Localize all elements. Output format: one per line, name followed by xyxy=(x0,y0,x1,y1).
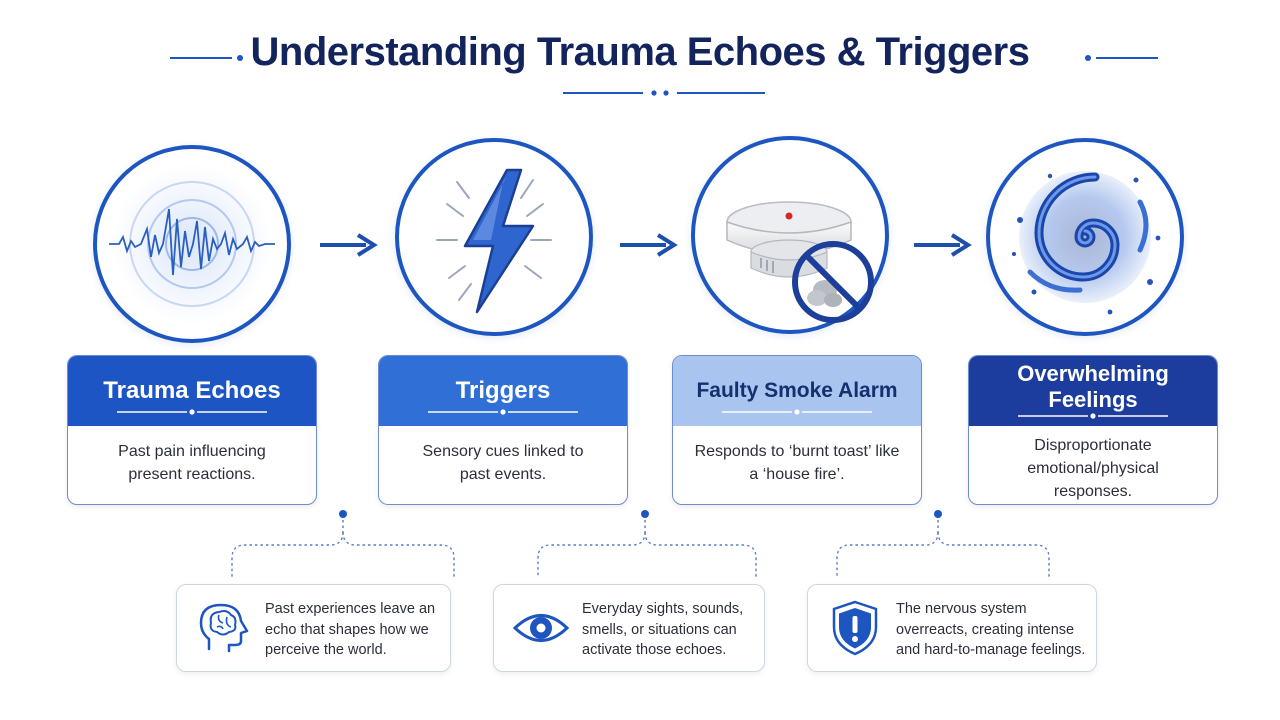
connector-1 xyxy=(231,520,455,578)
card-description: Responds to ‘burnt toast’ like a ‘house … xyxy=(694,443,900,483)
brain-head-icon xyxy=(199,603,249,653)
card-header: Triggers xyxy=(379,356,627,426)
note-card-echo: Past experiences leave an echo that shap… xyxy=(176,584,451,672)
card-header: Faulty Smoke Alarm xyxy=(673,356,921,426)
step-card-triggers: Triggers Sensory cues linked to past eve… xyxy=(378,355,628,505)
lightning-bolt-icon xyxy=(436,168,552,314)
arrow-right-icon xyxy=(620,233,678,257)
swirl-vortex-icon xyxy=(1012,171,1161,315)
connector-2 xyxy=(537,520,757,578)
sound-wave-icon xyxy=(109,164,275,324)
note-text: The nervous system overreacts, creating … xyxy=(896,601,1086,658)
shield-alert-icon xyxy=(832,600,878,656)
arrow-right-icon xyxy=(914,233,972,257)
header-divider xyxy=(1018,413,1168,419)
note-card-nervous-system: The nervous system overreacts, creating … xyxy=(807,584,1097,672)
note-card-senses: Everyday sights, sounds, smells, or situ… xyxy=(493,584,765,672)
step-card-overwhelming-feelings: Overwhelming Feelings Disproportionate e… xyxy=(968,355,1218,505)
arrow-right-icon xyxy=(320,233,378,257)
overwhelming-feelings-circle xyxy=(986,138,1184,336)
card-title: Faulty Smoke Alarm xyxy=(696,379,898,402)
smoke-alarm-icon xyxy=(726,201,874,323)
card-description: Sensory cues linked to past events. xyxy=(422,443,584,483)
note-text: Everyday sights, sounds, smells, or situ… xyxy=(582,601,744,658)
header-divider xyxy=(428,409,578,415)
card-title: Trauma Echoes xyxy=(103,377,281,404)
card-title: Triggers xyxy=(455,377,551,404)
step-card-trauma-echoes: Trauma Echoes Past pain influencing pres… xyxy=(67,355,317,505)
connector-3 xyxy=(836,520,1050,578)
triggers-circle xyxy=(395,138,593,336)
trauma-echoes-circle xyxy=(93,145,291,343)
header-divider xyxy=(117,409,267,415)
header-divider xyxy=(722,409,872,415)
card-header: Trauma Echoes xyxy=(68,356,316,426)
step-card-faulty-smoke-alarm: Faulty Smoke Alarm Responds to ‘burnt to… xyxy=(672,355,922,505)
smoke-alarm-circle xyxy=(691,136,889,334)
card-title: Overwhelming Feelings xyxy=(1017,361,1169,412)
page-title: Understanding Trauma Echoes & Triggers xyxy=(250,30,1030,74)
card-description: Past pain influencing present reactions. xyxy=(118,443,266,483)
card-description: Disproportionate emotional/physical resp… xyxy=(1027,437,1159,500)
note-text: Past experiences leave an echo that shap… xyxy=(265,601,436,658)
card-header: Overwhelming Feelings xyxy=(969,356,1217,426)
eye-icon xyxy=(512,614,570,642)
